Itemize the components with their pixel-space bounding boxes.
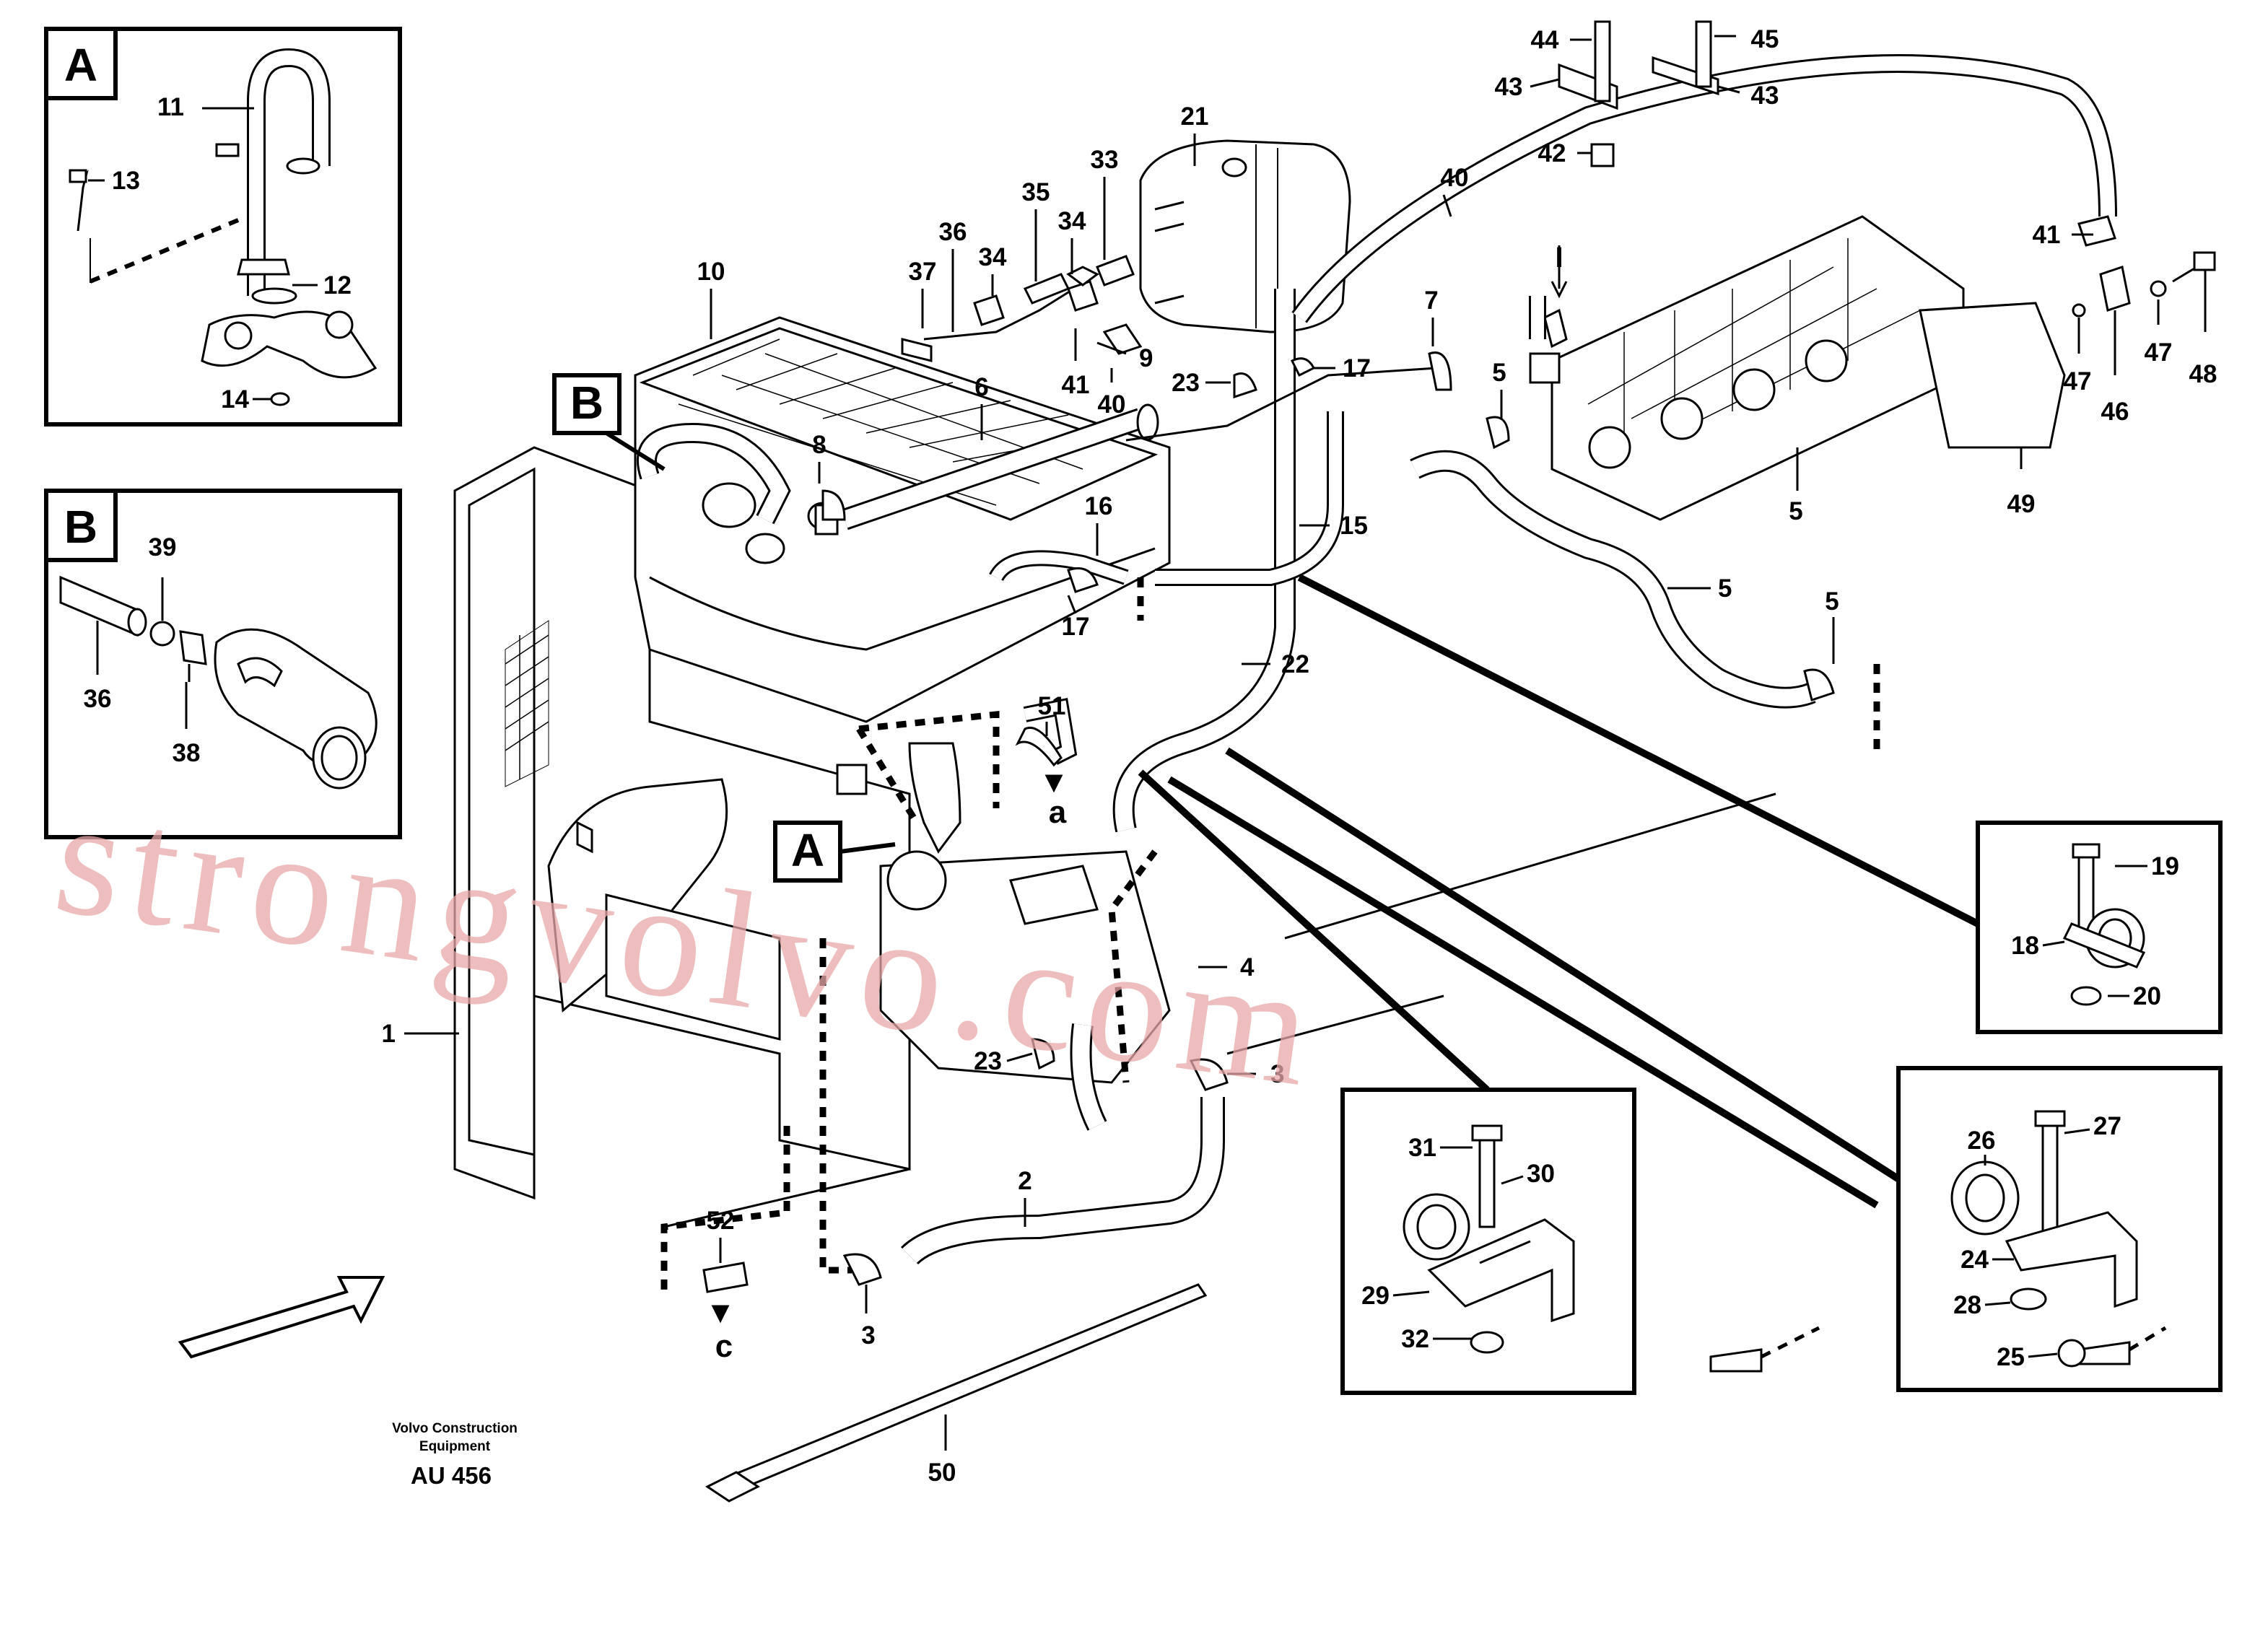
dashed-connectors — [660, 577, 1880, 1292]
label-40a: 40 — [1441, 164, 1469, 192]
label-5c: 5 — [1718, 574, 1732, 603]
detail-leader-lines — [1138, 574, 1980, 1209]
label-48: 48 — [2189, 360, 2217, 388]
label-33: 33 — [1091, 146, 1119, 174]
label-7: 7 — [1424, 287, 1438, 315]
cable-tie-50 — [705, 1283, 1208, 1503]
label-14: 14 — [221, 385, 249, 414]
label-29: 29 — [1361, 1282, 1390, 1310]
footer-credit: Volvo Construction Equipment AU 456 — [392, 1421, 518, 1489]
label-32: 32 — [1401, 1325, 1429, 1353]
label-43a: 43 — [1495, 73, 1523, 101]
engine-manifold — [1529, 215, 2066, 521]
thermostat-housing — [836, 697, 1171, 1131]
label-39: 39 — [149, 533, 177, 561]
label-26: 26 — [1968, 1127, 1996, 1155]
label-22: 22 — [1281, 650, 1309, 678]
label-2: 2 — [1018, 1167, 1031, 1195]
label-25: 25 — [1997, 1343, 2025, 1371]
detail-box-a-letter: A — [64, 39, 97, 91]
company-name-line2: Equipment — [419, 1439, 491, 1454]
label-27: 27 — [2093, 1112, 2121, 1140]
label-41a: 41 — [2033, 221, 2061, 249]
label-5b: 5 — [1789, 497, 1802, 525]
label-5a: 5 — [1492, 359, 1506, 387]
detail-box-b: B 39 36 38 — [44, 489, 402, 839]
label-42: 42 — [1538, 139, 1566, 167]
label-11: 11 — [157, 93, 184, 121]
label-6: 6 — [974, 373, 988, 401]
expansion-tank-21 — [1139, 139, 1351, 333]
label-43b: 43 — [1751, 82, 1779, 110]
detail-box-19-18-20: 19 18 20 — [1976, 821, 2223, 1034]
label-34b: 34 — [1058, 207, 1086, 235]
label-13: 13 — [112, 167, 140, 195]
label-44: 44 — [1531, 26, 1559, 54]
document-id: AU 456 — [411, 1462, 492, 1489]
view-i-label: I — [1555, 242, 1563, 274]
label-41b: 41 — [1062, 371, 1090, 399]
label-3b: 3 — [1270, 1060, 1284, 1088]
detail-box-b-letter: B — [64, 501, 97, 553]
label-16: 16 — [1085, 492, 1113, 520]
label-21: 21 — [1181, 102, 1209, 131]
part-number-labels: 1 2 3 3 4 5 5 5 5 6 7 8 9 10 15 16 17 — [382, 25, 2217, 1487]
label-36: 36 — [939, 218, 967, 246]
label-35: 35 — [1022, 178, 1050, 206]
charge-air-cooler-10 — [634, 316, 1171, 723]
label-3a: 3 — [861, 1321, 875, 1350]
detail-box-31-30-29-32: 31 30 29 32 — [1340, 1088, 1636, 1395]
floor-plane-lines — [663, 792, 1776, 1228]
label-17b: 17 — [1343, 354, 1371, 382]
company-name-line1: Volvo Construction — [392, 1421, 518, 1436]
label-40b: 40 — [1098, 390, 1126, 419]
detail-box-26-27-24-28-25: 26 27 24 28 25 — [1896, 1066, 2223, 1392]
label-47b: 47 — [2145, 338, 2173, 367]
label-24: 24 — [1960, 1246, 1989, 1274]
label-9: 9 — [1139, 344, 1153, 372]
detail-box-a: A 11 13 12 14 — [44, 27, 402, 427]
radiator-assembly — [453, 446, 911, 1200]
label-17a: 17 — [1062, 613, 1090, 641]
direction-arrow — [178, 1276, 385, 1359]
label-15: 15 — [1340, 512, 1368, 540]
label-51: 51 — [1038, 692, 1066, 720]
label-19: 19 — [2151, 852, 2179, 880]
view-c-label: c — [715, 1329, 733, 1364]
label-52: 52 — [707, 1207, 735, 1235]
label-30: 30 — [1527, 1160, 1555, 1188]
view-a-label: a — [1049, 795, 1067, 830]
label-38: 38 — [173, 739, 201, 767]
label-50: 50 — [928, 1459, 956, 1487]
label-5d: 5 — [1825, 587, 1839, 616]
label-8: 8 — [812, 431, 826, 459]
label-36: 36 — [84, 685, 112, 713]
coolant-hoses — [900, 54, 2117, 1265]
callout-letters: B A a c I — [552, 242, 1563, 1364]
label-46: 46 — [2101, 398, 2129, 426]
label-1: 1 — [382, 1020, 396, 1048]
label-23b: 23 — [974, 1047, 1002, 1075]
label-4: 4 — [1240, 953, 1255, 981]
label-49: 49 — [2007, 490, 2036, 518]
label-28: 28 — [1953, 1291, 1981, 1319]
label-37: 37 — [909, 258, 937, 286]
label-12: 12 — [323, 271, 352, 299]
label-34a: 34 — [979, 243, 1007, 271]
label-47a: 47 — [2064, 367, 2092, 395]
label-23a: 23 — [1172, 369, 1200, 397]
label-31: 31 — [1408, 1134, 1436, 1162]
callout-b-letter: B — [570, 377, 603, 429]
label-20: 20 — [2133, 982, 2161, 1010]
label-10: 10 — [697, 258, 725, 286]
callout-a-letter: A — [791, 824, 824, 876]
label-45: 45 — [1751, 25, 1779, 53]
clamps-and-fittings — [821, 20, 2216, 1373]
label-18: 18 — [2011, 932, 2039, 960]
